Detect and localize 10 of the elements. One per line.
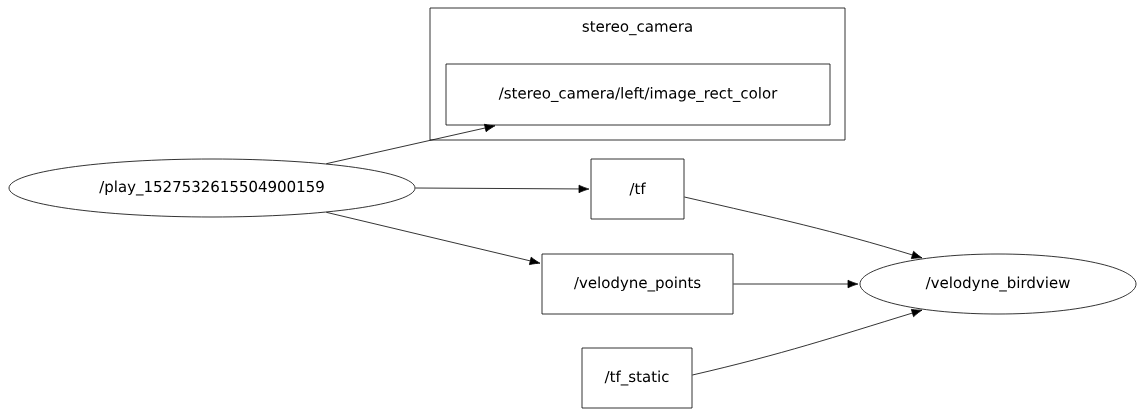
arrow (325, 123, 496, 165)
arrow (684, 196, 923, 259)
topic-box: /tf_static (581, 347, 693, 409)
arrow (733, 279, 859, 289)
arrow (325, 211, 541, 265)
arrow (692, 309, 923, 376)
arrow (415, 184, 590, 194)
topic-box: /velodyne_points (541, 253, 734, 315)
topic-box: /stereo_camera/left/image_rect_color (445, 63, 831, 126)
topic-box: /tf (590, 158, 685, 220)
